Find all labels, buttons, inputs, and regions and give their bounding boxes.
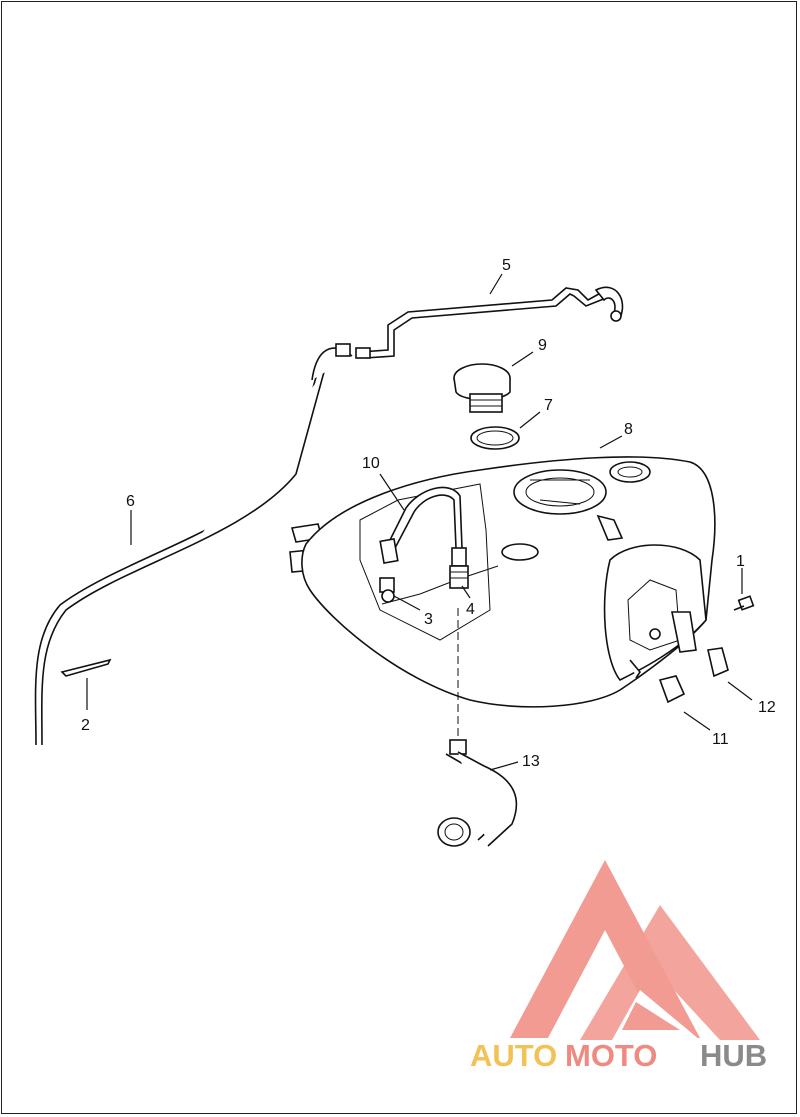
fuel-line-part-10 [379,486,467,567]
fuel-tank-part-8 [289,456,716,708]
leader-lines [86,273,753,771]
callout-13: 13 [522,753,540,770]
callout-12: 12 [758,699,776,716]
watermark-auto: AUTO [470,1038,557,1073]
watermark-text: AUTO MOTO HUB [470,1038,767,1073]
callout-5: 5 [502,257,511,274]
callout-labels: 1 2 3 4 5 6 7 8 9 10 11 12 13 [81,257,776,770]
callout-9: 9 [538,337,547,354]
clip-part-2 [60,658,112,677]
fitting-part-3 [379,577,395,603]
vent-line-part-5 [355,286,624,359]
fuel-cap-part-9 [453,363,511,413]
watermark-hub: HUB [700,1038,767,1073]
bumper-part-12 [707,647,729,678]
bumper-part-11 [658,675,686,704]
callout-4: 4 [466,601,475,618]
vent-tube-part-6 [34,343,353,746]
callout-8: 8 [624,421,633,438]
screw-part-1 [733,595,755,611]
watermark-logo [510,860,760,1040]
callout-2: 2 [81,717,90,734]
callout-10: 10 [362,455,380,472]
watermark-moto: MOTO [565,1038,657,1073]
callout-3: 3 [424,611,433,628]
callout-7: 7 [544,397,553,414]
valve-part-4 [449,565,469,589]
gasket-part-7 [470,426,520,450]
fuel-hose-part-13 [437,608,518,847]
callout-6: 6 [126,493,135,510]
callout-1: 1 [736,553,745,570]
callout-11: 11 [712,731,729,748]
